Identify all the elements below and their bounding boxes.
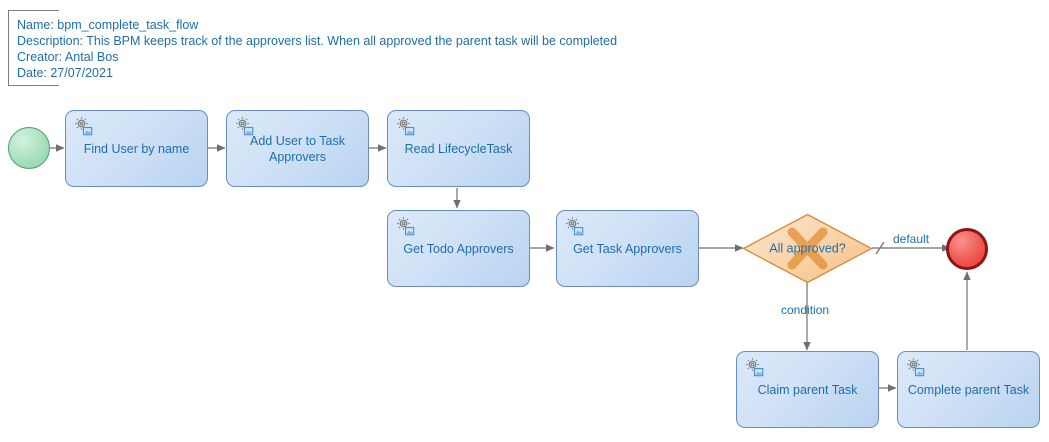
- task-read-lifecycletask[interactable]: Read LifecycleTask: [387, 110, 530, 187]
- task-get-task-approvers[interactable]: Get Task Approvers: [556, 210, 699, 287]
- task-complete-parent-task[interactable]: Complete parent Task: [897, 351, 1040, 428]
- task-label: Claim parent Task: [757, 382, 858, 397]
- annotation-name-line: Name: bpm_complete_task_flow: [17, 18, 199, 32]
- task-find-user-by-name[interactable]: Find User by name: [65, 110, 208, 187]
- end-event[interactable]: [946, 228, 988, 270]
- gateway-all-approved[interactable]: All approved?: [742, 213, 873, 284]
- task-claim-parent-task[interactable]: Claim parent Task: [736, 351, 879, 428]
- service-task-gear-icon: [394, 115, 416, 137]
- task-get-todo-approvers[interactable]: Get Todo Approvers: [387, 210, 530, 287]
- annotation-date-line: Date: 27/07/2021: [17, 66, 113, 80]
- service-task-gear-icon: [563, 215, 585, 237]
- annotation-creator-line: Creator: Antal Bos: [17, 50, 119, 64]
- service-task-gear-icon: [394, 215, 416, 237]
- diagram-annotation-box: Name: bpm_complete_task_flow Description…: [8, 10, 618, 86]
- task-label: Add User to Task Approvers: [250, 133, 345, 164]
- flow-label-condition: condition: [781, 303, 830, 317]
- task-label: Complete parent Task: [907, 382, 1030, 397]
- service-task-gear-icon: [72, 115, 94, 137]
- service-task-gear-icon: [904, 356, 926, 378]
- service-task-gear-icon: [743, 356, 765, 378]
- annotation-description-line: Description: This BPM keeps track of the…: [17, 34, 618, 48]
- task-label: Find User by name: [83, 141, 190, 156]
- task-label: Get Task Approvers: [573, 241, 682, 256]
- task-add-user-to-task-approvers[interactable]: Add User to Task Approvers: [226, 110, 369, 187]
- service-task-gear-icon: [233, 115, 255, 137]
- task-label: Get Todo Approvers: [403, 241, 514, 256]
- flow-label-default: default: [893, 232, 930, 246]
- start-event[interactable]: [8, 127, 50, 169]
- task-label: Read LifecycleTask: [404, 141, 513, 156]
- gateway-shape: [742, 213, 873, 284]
- default-flow-marker: [875, 241, 885, 255]
